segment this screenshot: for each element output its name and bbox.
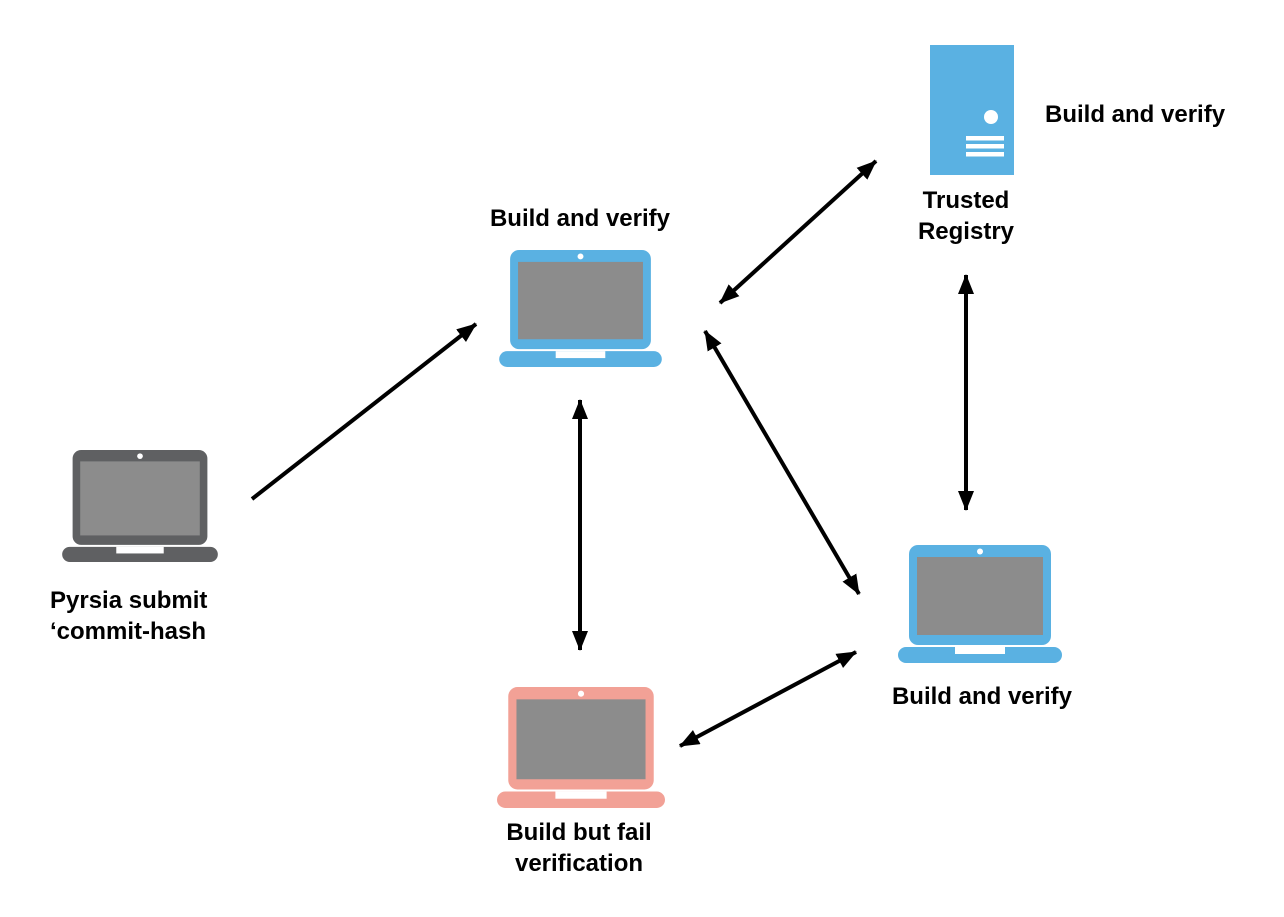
laptop-screen <box>516 699 646 780</box>
webcam-dot <box>977 548 983 555</box>
trusted-registry-label: Trusted Registry <box>917 187 1015 245</box>
center-laptop <box>499 250 662 367</box>
arrow-center-to-right <box>703 329 861 596</box>
arrow-center-to-registry <box>718 159 878 305</box>
webcam-dot <box>577 690 585 697</box>
laptop-base-notch <box>955 647 1005 654</box>
submit-laptop <box>62 450 218 562</box>
arrow-fail-to-right <box>679 650 857 748</box>
laptop-base <box>898 647 1062 663</box>
laptop-base-notch <box>116 546 164 554</box>
laptop-screen <box>518 261 643 340</box>
trusted-registry <box>930 45 1014 175</box>
server-vent-line <box>966 136 1004 141</box>
center-laptop-label: Build and verify <box>489 205 671 232</box>
laptop-base <box>497 791 665 808</box>
webcam-dot <box>137 453 143 460</box>
laptop-icon <box>898 545 1062 663</box>
right-laptop <box>898 545 1062 663</box>
server-icon <box>930 45 1014 175</box>
arrow-submit-to-center <box>250 322 478 501</box>
laptop-icon <box>499 250 662 367</box>
laptop-screen <box>80 461 200 536</box>
right-laptop-label: Build and verify <box>891 683 1073 710</box>
trusted-registry-side-label: Build and verify <box>1045 101 1226 128</box>
submit-laptop-label: Pyrsia submit ‘commit-hash <box>50 587 208 645</box>
laptop-base-notch <box>555 791 607 799</box>
server-power-dot <box>984 110 998 124</box>
laptop-base <box>62 546 218 562</box>
laptop-screen <box>917 557 1043 635</box>
server-vent-line <box>966 152 1004 157</box>
server-vent-line <box>966 144 1004 149</box>
laptop-base-notch <box>555 351 606 359</box>
fail-laptop-label: Build but fail verification <box>506 819 652 877</box>
fail-laptop <box>497 687 665 808</box>
webcam-dot <box>577 253 584 260</box>
laptop-icon <box>62 450 218 562</box>
laptop-icon <box>497 687 665 808</box>
laptop-base <box>499 351 662 367</box>
